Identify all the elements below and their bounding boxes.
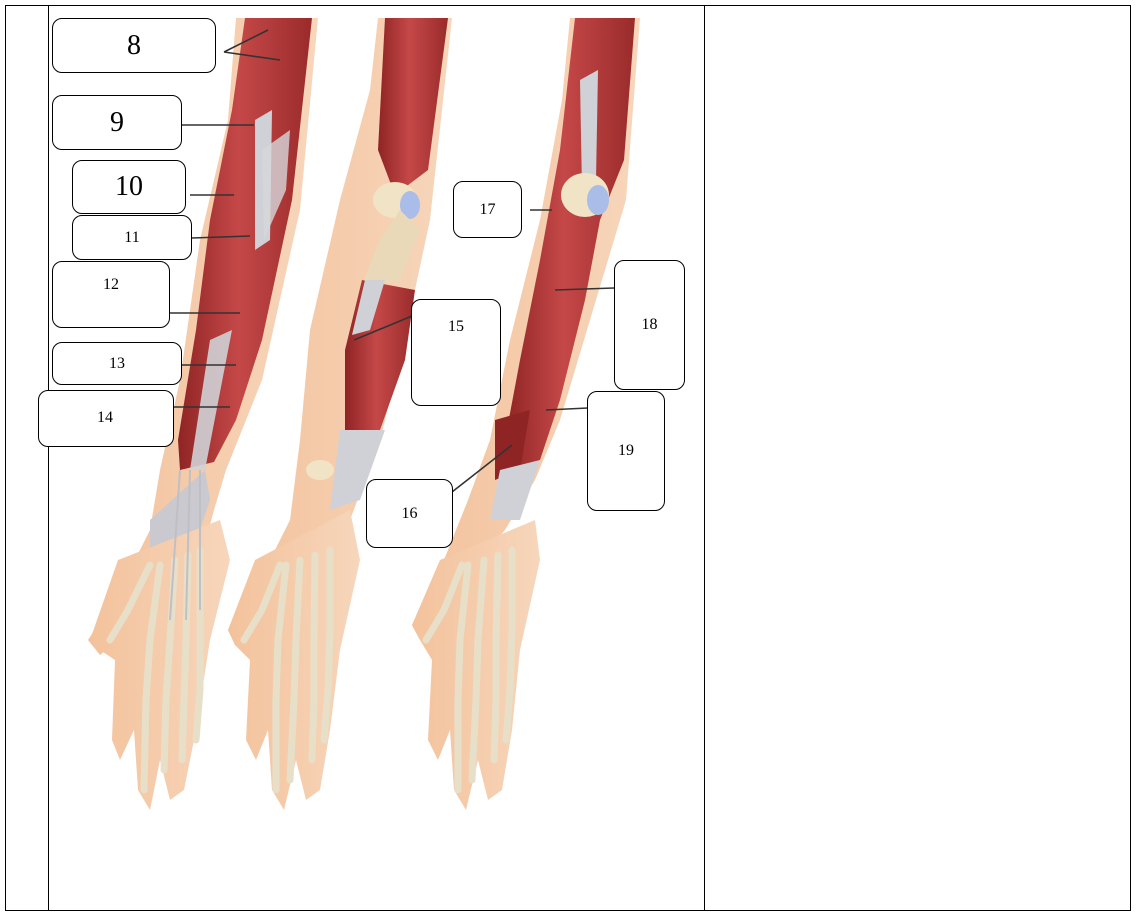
label-17-text: 17 <box>480 201 496 219</box>
label-16[interactable]: 16 <box>366 479 453 548</box>
label-10-text: 10 <box>115 171 143 203</box>
label-14[interactable]: 14 <box>38 390 174 447</box>
label-11-text: 11 <box>124 229 139 247</box>
label-9[interactable]: 9 <box>52 95 182 150</box>
label-12-text: 12 <box>103 276 119 294</box>
label-17[interactable]: 17 <box>453 181 522 238</box>
label-10[interactable]: 10 <box>72 160 186 214</box>
label-18[interactable]: 18 <box>614 260 685 390</box>
label-15[interactable]: 15 <box>411 299 501 406</box>
label-15-text: 15 <box>448 318 464 336</box>
label-19-text: 19 <box>618 442 634 460</box>
label-13[interactable]: 13 <box>52 342 182 385</box>
label-16-text: 16 <box>402 505 418 523</box>
label-9-text: 9 <box>110 107 124 139</box>
label-19[interactable]: 19 <box>587 391 665 511</box>
table-divider-middle <box>704 5 705 911</box>
label-14-text: 14 <box>97 409 113 427</box>
label-12[interactable]: 12 <box>52 261 170 328</box>
label-11[interactable]: 11 <box>72 215 192 260</box>
label-8-text: 8 <box>127 30 141 62</box>
label-18-text: 18 <box>642 316 658 334</box>
label-8[interactable]: 8 <box>52 18 216 73</box>
label-13-text: 13 <box>109 355 125 373</box>
